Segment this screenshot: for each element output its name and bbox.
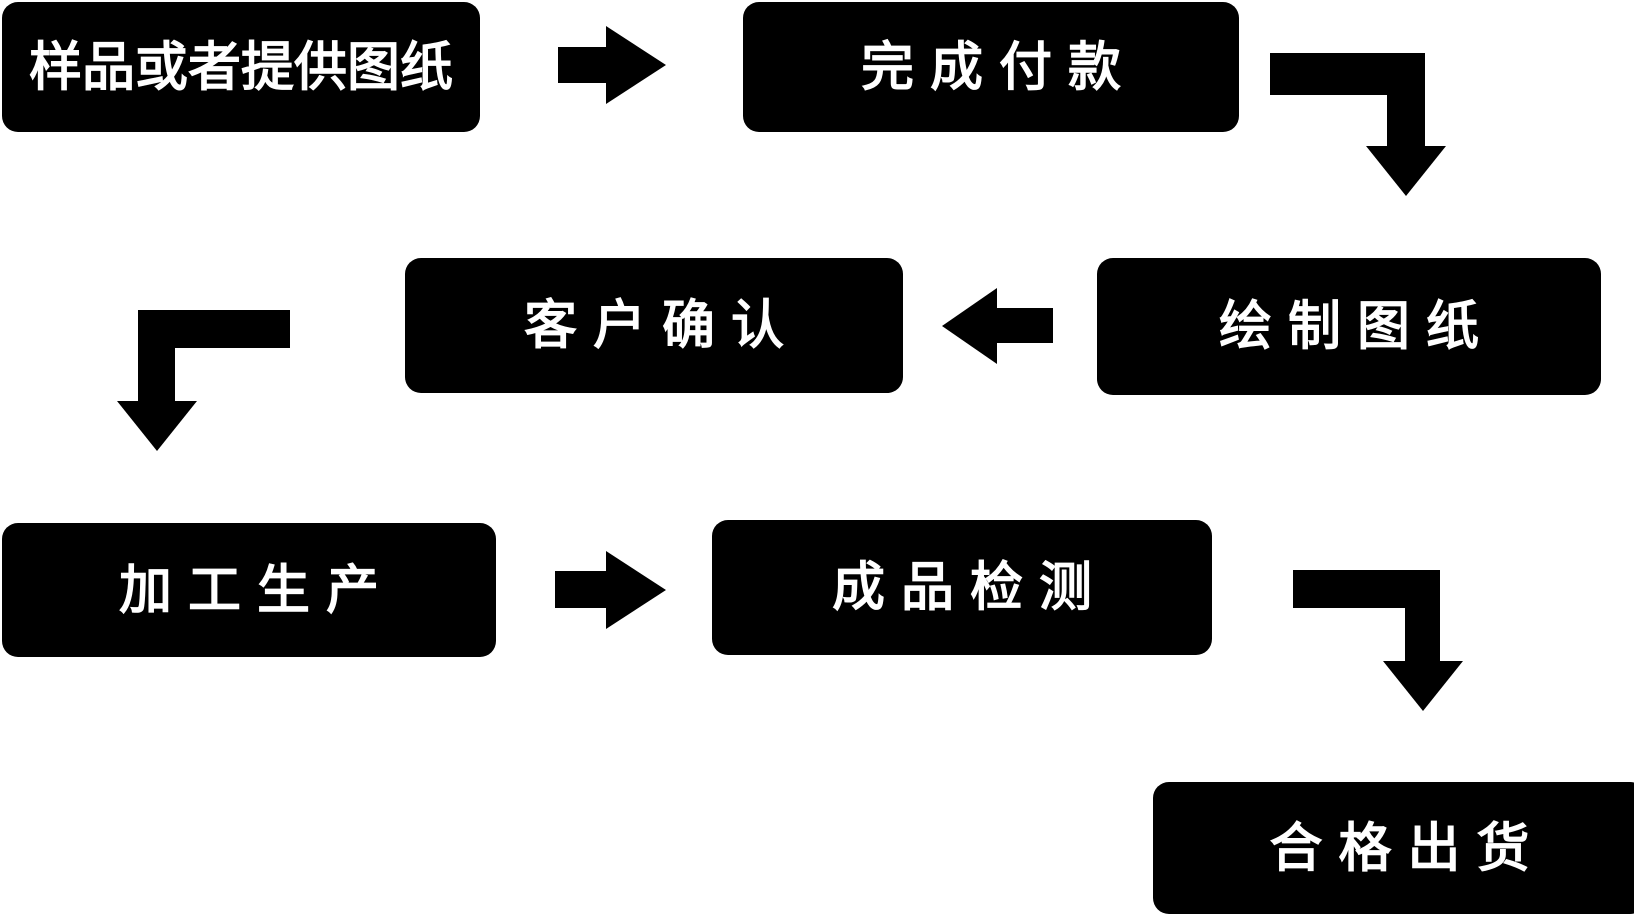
arrow-shaft bbox=[558, 47, 610, 83]
arrow-vertical-segment bbox=[1405, 570, 1440, 663]
node-complete-payment: 完成付款 bbox=[743, 2, 1239, 132]
arrow-shaft bbox=[995, 308, 1053, 343]
node-finished-product-inspection: 成品检测 bbox=[712, 520, 1212, 655]
arrow-shaft bbox=[555, 571, 610, 608]
arrow-right-icon bbox=[606, 26, 666, 104]
node-draw-drawings: 绘制图纸 bbox=[1097, 258, 1601, 395]
node-qualified-shipment: 合格出货 bbox=[1153, 782, 1634, 914]
arrow-right-icon bbox=[606, 551, 666, 629]
arrow-down-icon bbox=[1383, 661, 1463, 711]
arrow-vertical-segment bbox=[1387, 53, 1425, 148]
arrow-left-icon bbox=[942, 288, 997, 364]
arrow-down-icon bbox=[1366, 146, 1446, 196]
node-sample-or-drawing: 样品或者提供图纸 bbox=[2, 2, 480, 132]
arrow-vertical-segment bbox=[138, 310, 175, 403]
arrow-down-icon bbox=[117, 401, 197, 451]
node-customer-confirmation: 客户确认 bbox=[405, 258, 903, 393]
node-processing-production: 加工生产 bbox=[2, 523, 496, 657]
